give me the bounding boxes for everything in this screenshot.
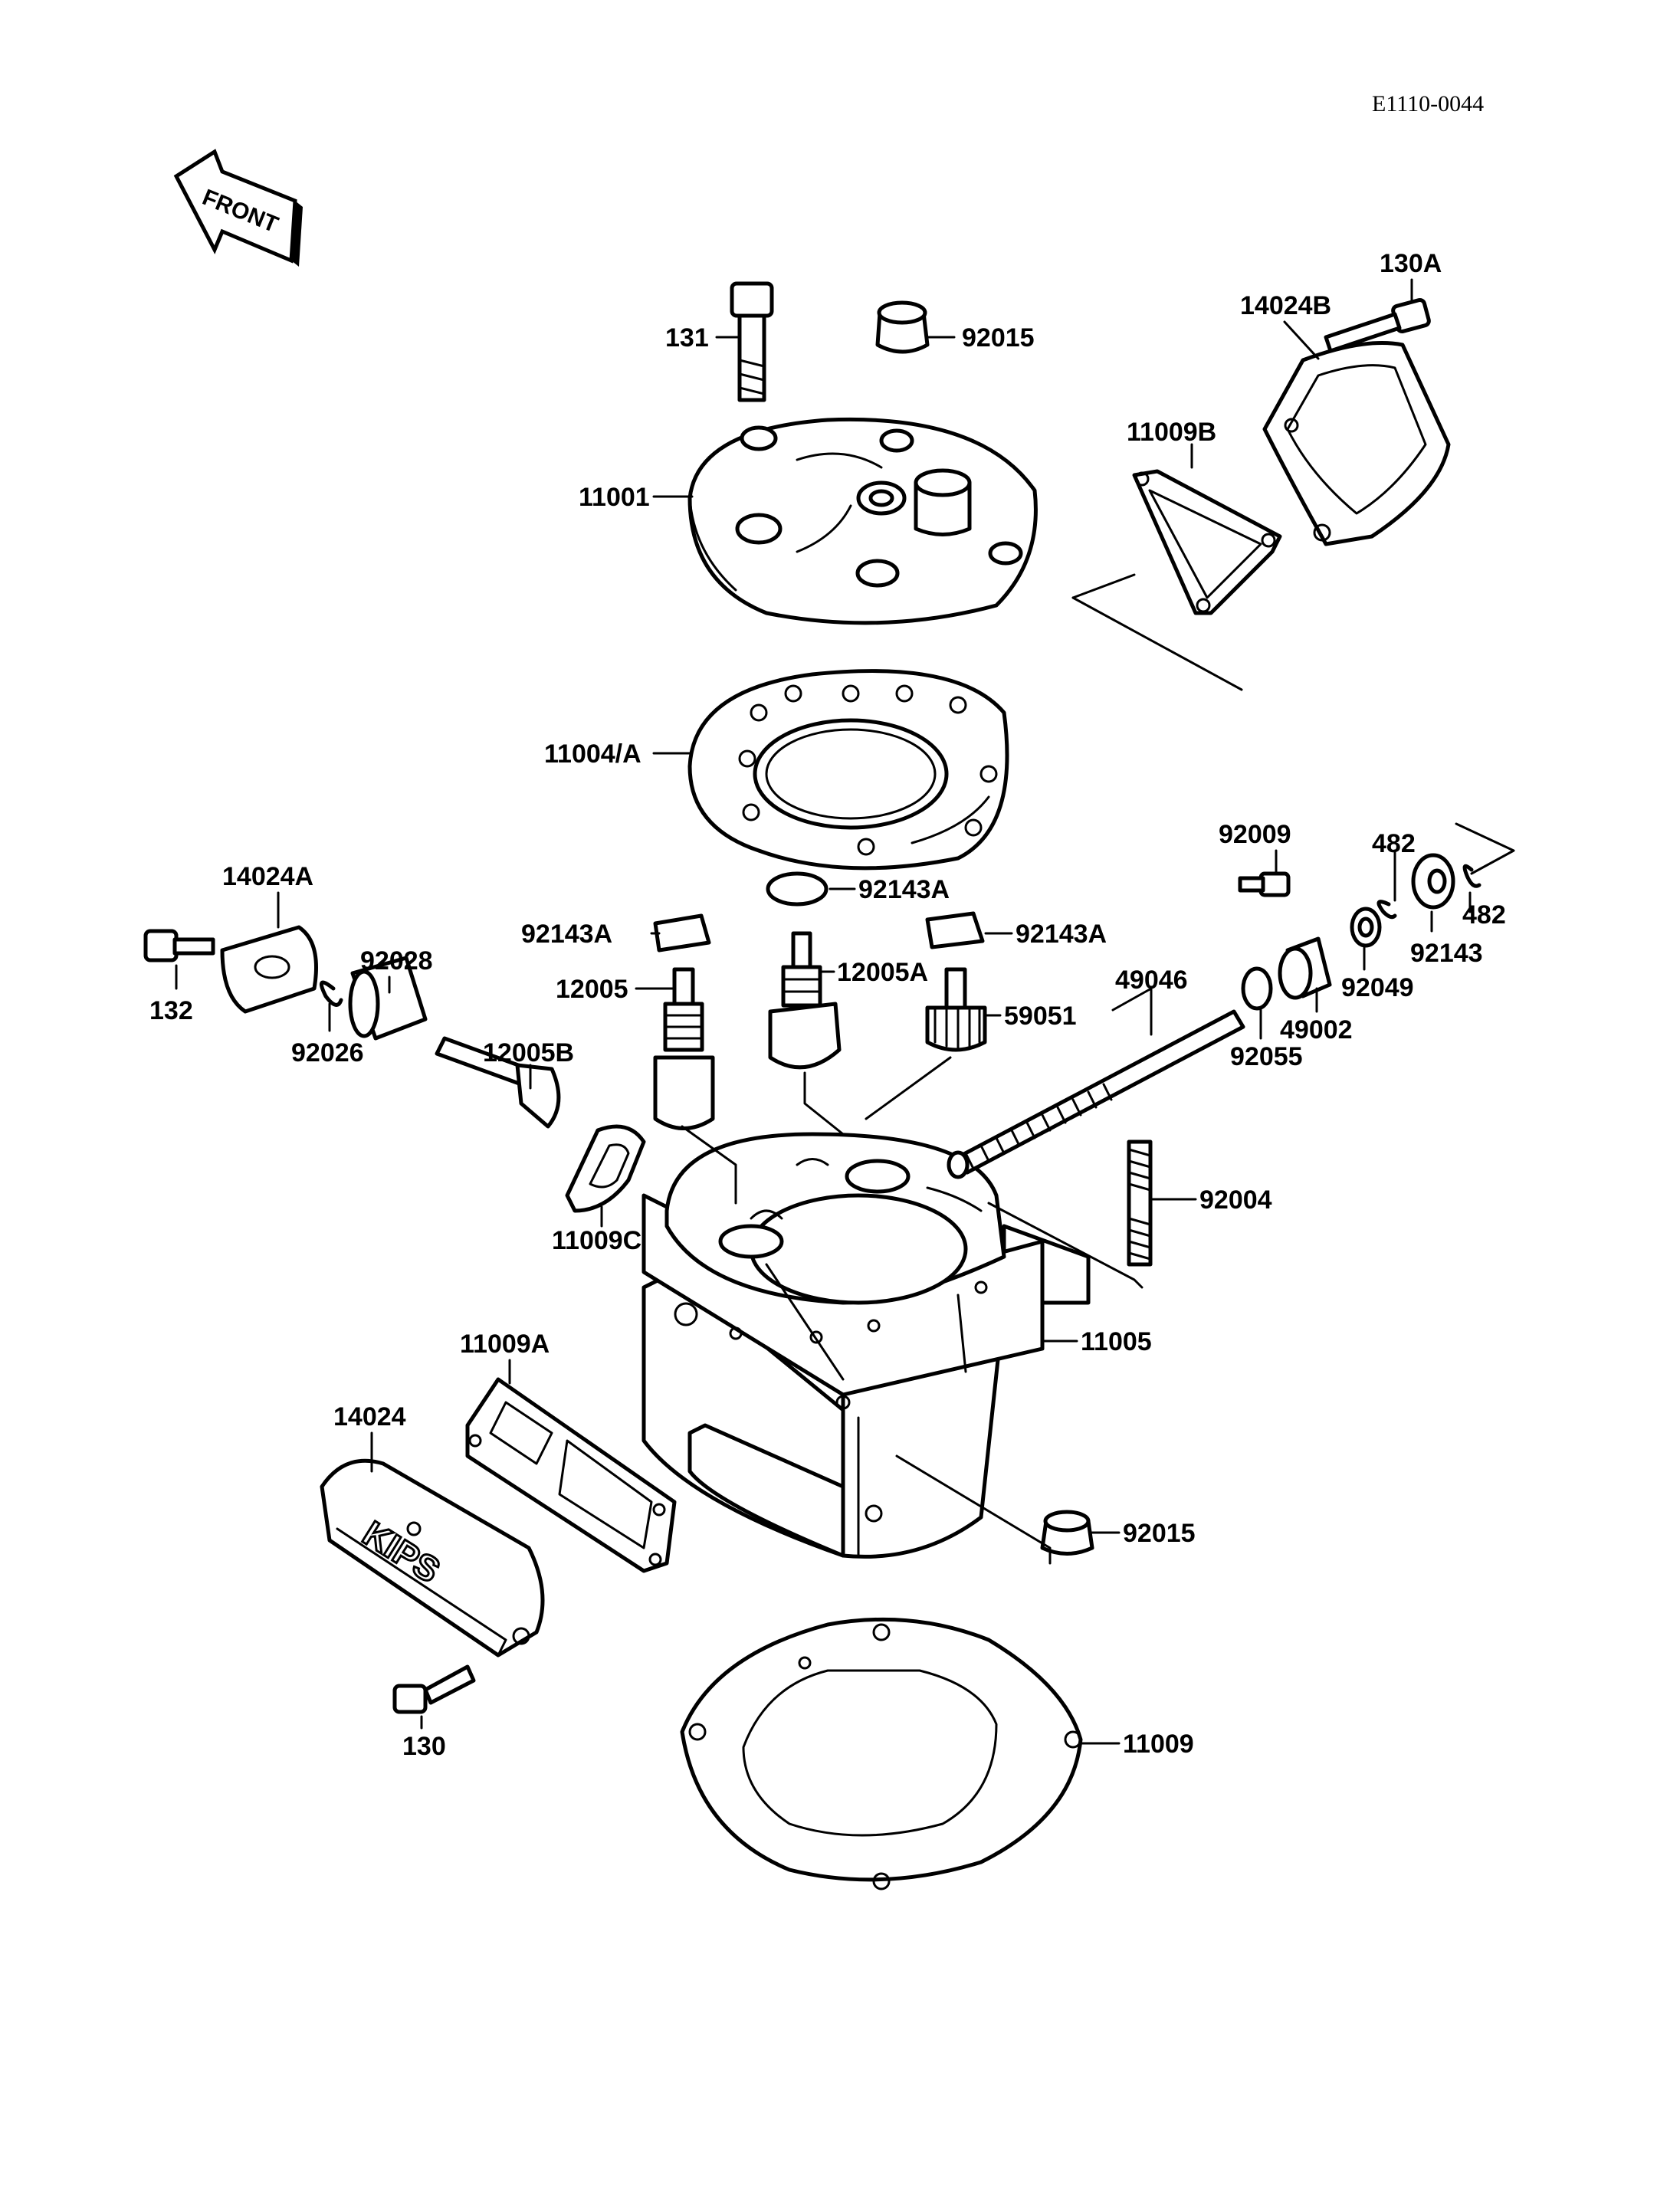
ring-92026 [319,980,343,1007]
cylinder-11005 [641,1132,1091,1559]
label-11005: 11005 [1081,1327,1152,1356]
label-92143a-center: 92143A [858,875,950,904]
label-11009c: 11009C [552,1226,641,1255]
label-92015-bottom: 92015 [1123,1519,1196,1548]
cover-14024: KIPS [320,1458,545,1658]
rubber-92143a-center [766,871,829,907]
bolt-92009 [1238,871,1291,897]
label-92055: 92055 [1230,1042,1303,1071]
part-labels: 131 92015 130A 14024B 11009B 11001 11004… [149,249,1506,1761]
label-130a: 130A [1380,249,1442,278]
bearing-92049 [1350,907,1382,948]
label-14024b: 14024B [1240,291,1331,320]
oring-92055 [1241,966,1273,1011]
valve-12005 [653,967,715,1130]
label-11009a: 11009A [460,1330,550,1359]
label-14024a: 14024A [222,862,313,891]
bushing-92143 [1411,853,1455,910]
holder-92028 [348,956,428,1041]
bolt-131 [730,281,774,402]
bushing-49002 [1278,936,1332,1000]
bolt-130a [1324,297,1431,353]
label-49046: 49046 [1115,966,1188,995]
label-92143a-left: 92143A [521,920,612,949]
gasket-11009c [565,1124,646,1213]
label-92143a-right: 92143A [1016,920,1107,949]
label-11001: 11001 [579,483,650,512]
valve-12005a [768,931,842,1070]
bolt-132 [143,929,215,962]
nut-92015-top [875,300,930,354]
base-gasket-11009 [680,1617,1083,1890]
label-92004: 92004 [1199,1185,1272,1215]
label-12005a: 12005A [837,958,928,987]
label-12005: 12005 [556,975,628,1004]
label-12005b: 12005B [483,1038,574,1067]
rubber-92143a-left [653,913,711,953]
label-14024: 14024 [333,1402,406,1431]
clip-482-right [1462,864,1481,888]
cover-14024b [1262,341,1451,546]
label-482-top: 482 [1372,829,1416,858]
cylinder-head-11001 [687,417,1038,625]
shaft-49046 [947,1009,1245,1179]
label-11009b: 11009B [1127,418,1216,447]
cover-14024a [220,925,318,1014]
label-92015-top: 92015 [962,323,1035,353]
stud-92004 [1127,1139,1153,1267]
diagram-code: E1110-0044 [1372,91,1484,116]
label-130: 130 [402,1732,446,1761]
label-131: 131 [665,323,709,353]
label-132: 132 [149,996,193,1025]
gear-59051 [925,967,987,1052]
label-92049: 92049 [1341,973,1414,1002]
clip-482-top [1376,900,1397,920]
leader-lines [175,278,1515,1745]
label-92143: 92143 [1410,939,1483,968]
label-59051: 59051 [1004,1002,1077,1031]
head-gasket-11004a [687,669,1009,871]
nut-92015-bottom [1040,1510,1094,1556]
label-92028: 92028 [360,946,433,976]
gasket-11009b [1132,469,1282,615]
rubber-92143a-right [925,911,985,949]
bolt-130 [392,1664,476,1714]
label-92026: 92026 [291,1038,364,1067]
label-11004a: 11004/A [544,739,641,769]
shaft-12005b [435,1036,561,1129]
label-482-right: 482 [1462,900,1506,930]
label-49002: 49002 [1280,1015,1353,1044]
gasket-11009a [465,1377,677,1573]
label-11009: 11009 [1123,1730,1194,1759]
label-92009: 92009 [1219,820,1291,849]
front-arrow-icon: FRONT [173,149,303,267]
